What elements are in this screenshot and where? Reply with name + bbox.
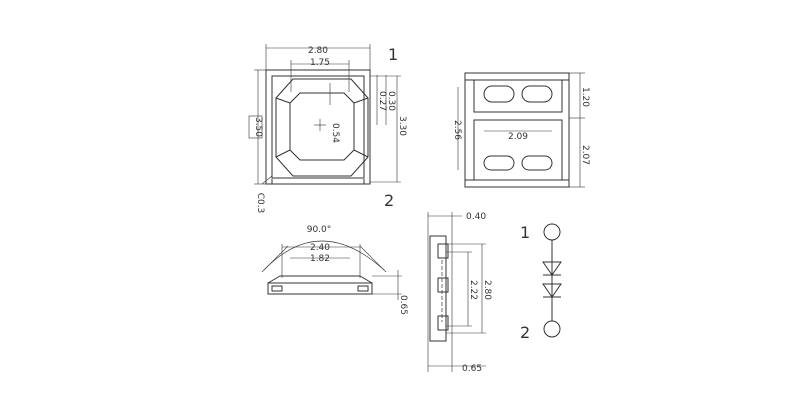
- cavity-inner: [289, 92, 355, 161]
- side-view: 0.40 2.80 2.22 0.65: [427, 212, 492, 374]
- center-offset-label: 0.54: [330, 123, 340, 143]
- pad-height-label: 1.20: [580, 87, 590, 107]
- side-top-offset-label: 0.40: [466, 212, 486, 222]
- top-height-label: 3.50: [253, 117, 263, 137]
- schematic-pin-1: 1: [520, 223, 530, 242]
- top-inner-width-label: 1.75: [310, 58, 330, 68]
- bottom-height-label: 2.56: [452, 120, 462, 140]
- anode-terminal: [543, 223, 561, 241]
- side-outer-height-label: 2.80: [482, 280, 492, 300]
- schematic-pin-2: 2: [520, 323, 530, 342]
- pin-2-label: 2: [384, 191, 394, 210]
- offset-b-label: 0.30: [386, 91, 396, 111]
- angle-label: 90.0°: [307, 225, 332, 235]
- pad-bottom: [473, 119, 563, 181]
- pad-slot-2: [521, 85, 553, 103]
- top-view: 2.80 1.75 3.50 0.27 0.30 0.54 3.30 C0.3 …: [248, 44, 407, 214]
- side-depth-label: 0.65: [462, 364, 482, 374]
- pad-span-label: 2.07: [580, 145, 590, 165]
- offset-a-label: 0.27: [377, 91, 387, 111]
- top-view-outline: [265, 69, 371, 185]
- chamfer-label: C0.3: [255, 193, 265, 214]
- top-view-frame: [271, 75, 365, 179]
- inner-height-label: 3.30: [397, 116, 407, 136]
- front-height-label: 0.65: [398, 295, 408, 315]
- angle-arc: [263, 240, 385, 271]
- diode-1-icon: [542, 261, 562, 276]
- front-width-label: 2.40: [310, 243, 330, 253]
- top-width-label: 2.80: [308, 46, 328, 56]
- bottom-view: 2.56 2.09 1.20 2.07: [452, 72, 590, 188]
- cavity-outer: [275, 78, 369, 177]
- side-inner-height-label: 2.22: [468, 280, 478, 300]
- pin-1-label: 1: [388, 45, 398, 64]
- bottom-view-outline: [464, 72, 570, 188]
- pad-slot-4: [521, 155, 553, 171]
- front-body: [267, 282, 373, 295]
- front-view: 90.0° 2.40 1.82 0.65: [261, 225, 408, 315]
- lens-width-label: 1.82: [310, 254, 330, 264]
- schematic: 1 2: [520, 223, 562, 342]
- diode-2-icon: [542, 283, 562, 298]
- pad-slot-1: [483, 85, 515, 103]
- cathode-terminal: [543, 320, 561, 338]
- pad-top: [473, 79, 563, 113]
- pad-slot-3: [483, 155, 515, 171]
- bottom-pad-width-label: 2.09: [508, 132, 528, 142]
